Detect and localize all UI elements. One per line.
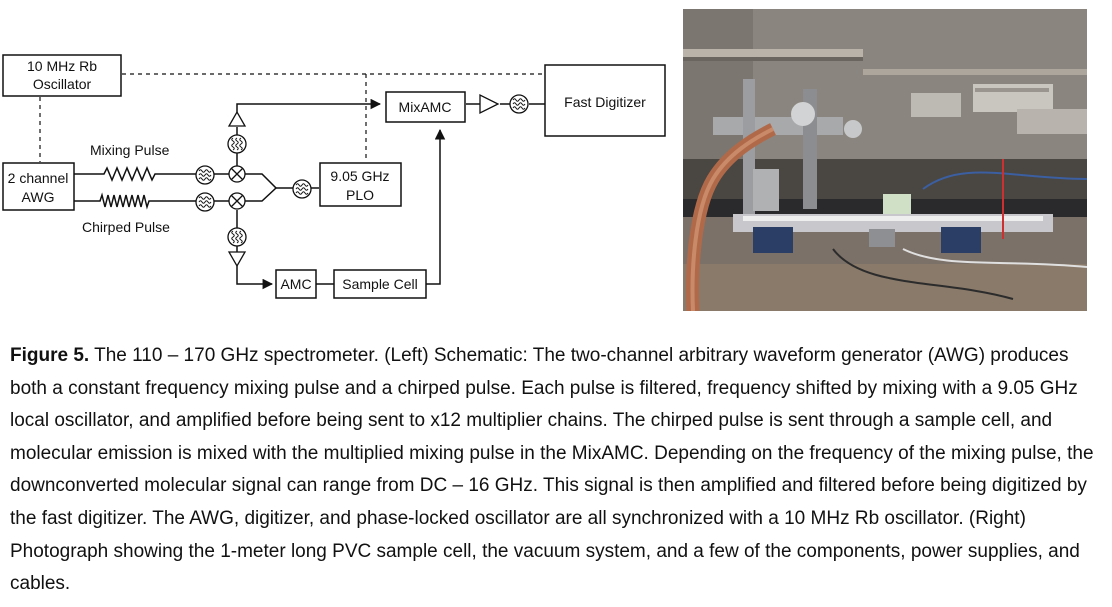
sample-cell-out-wire [426,128,446,285]
mixamc-box: MixAMC [385,91,466,123]
chirped-lower-filter-icon [227,227,247,247]
amc-box: AMC [275,269,317,299]
mixamc-label: MixAMC [399,99,452,115]
chirped-pulse-resistor [74,192,196,210]
plo-line1: 9.05 GHz [330,168,389,184]
plo-box: 9.05 GHz PLO [319,162,402,207]
plo-line2: PLO [346,187,374,203]
amc-label: AMC [280,276,311,292]
mixing-amplifier-icon [227,110,247,127]
mixing-filter-icon [195,165,215,185]
chirped-amplifier-icon [227,251,247,268]
sample-cell-label: Sample Cell [342,276,417,292]
rb-oscillator-line1: 10 MHz Rb [27,58,97,74]
mixing-upper-filter-icon [227,134,247,154]
figure-label: Figure 5. [10,345,90,366]
awg-line1: 2 channel [8,170,69,186]
figure-caption-text: The 110 – 170 GHz spectrometer. (Left) S… [10,345,1094,595]
chirped-pulse-label: Chirped Pulse [82,219,170,235]
mixing-mixer-icon [228,165,246,183]
figure-caption: Figure 5. The 110 – 170 GHz spectrometer… [10,340,1105,601]
output-filter-icon [509,94,529,114]
chirped-filter-icon [195,192,215,212]
awg-box: 2 channel AWG [2,162,75,211]
lo-filter-icon [292,179,312,199]
chirped-mixer-icon [228,192,246,210]
awg-line2: AWG [22,189,55,205]
spectrometer-photo [683,9,1087,311]
mixing-pulse-label: Mixing Pulse [90,142,170,158]
spectrometer-schematic: 10 MHz Rb Oscillator 2 channel AWG Mixin… [2,54,666,299]
fast-digitizer-box: Fast Digitizer [544,64,666,137]
fast-digitizer-label: Fast Digitizer [564,94,646,110]
output-amplifier-icon [479,93,500,115]
mixing-pulse-resistor [74,166,196,182]
rb-oscillator-line2: Oscillator [33,76,92,92]
sample-cell-box: Sample Cell [333,269,427,299]
rb-oscillator-box: 10 MHz Rb Oscillator [2,54,122,97]
mixing-path-wire [236,98,382,112]
chirped-path-wire [236,266,274,290]
lo-splitter [245,173,278,202]
